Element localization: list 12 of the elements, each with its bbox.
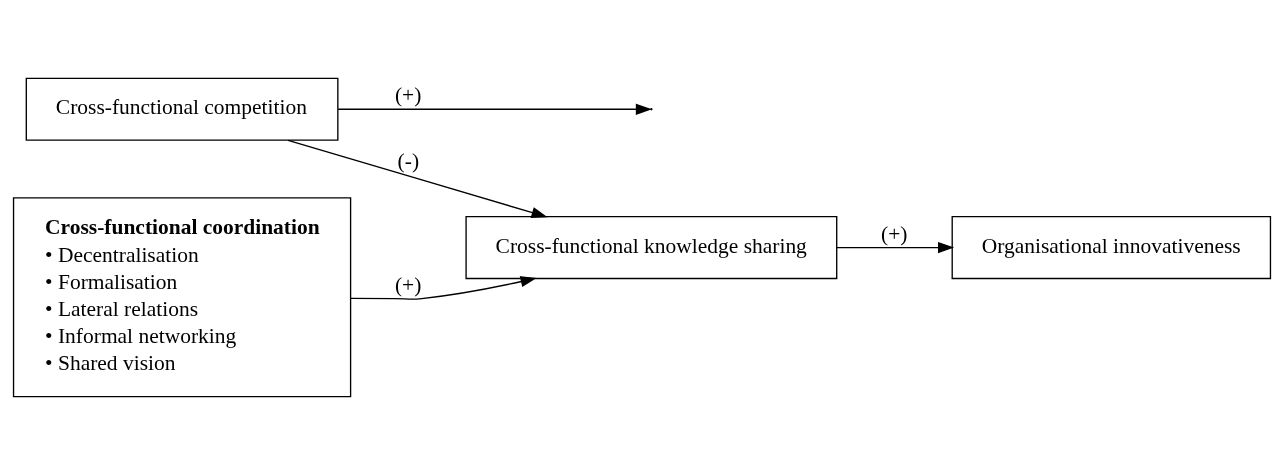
node-box: Organisational innovativeness [951, 216, 1272, 280]
node-box: Cross-functional coordination • Decentralisation • Formalisation • Lateral relations • Informal networking • Shared vision [12, 197, 352, 398]
node-box: Cross-functional competition [25, 77, 339, 141]
arrow [836, 241, 955, 254]
arrow [350, 276, 537, 300]
edge-label: (+) [394, 83, 422, 108]
node-box: Cross-functional knowledge sharing [465, 216, 838, 280]
edge-label: (-) [397, 149, 420, 174]
edge-label: (+) [881, 221, 908, 246]
arrow [287, 139, 548, 219]
edge-label: (+) [394, 272, 422, 297]
arrow [337, 103, 652, 115]
